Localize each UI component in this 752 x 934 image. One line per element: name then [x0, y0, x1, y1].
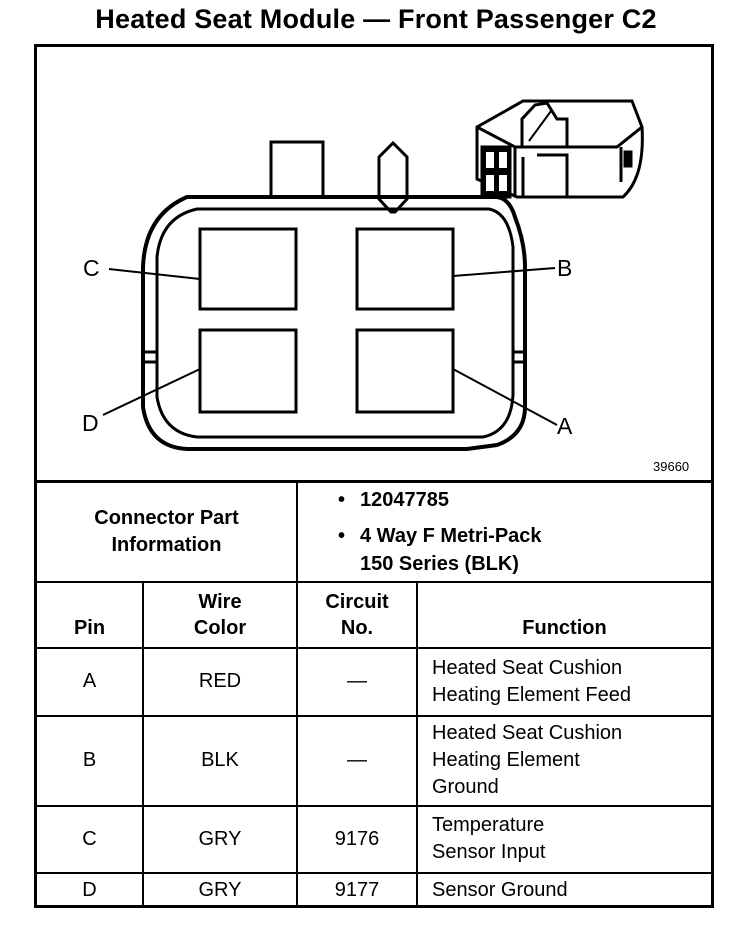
- pin-label-c: C: [83, 255, 100, 281]
- table-row: C GRY 9176 Temperature Sensor Input: [37, 804, 712, 874]
- connector-info-values: •12047785 • 4 Way F Metri-Pack 150 Serie…: [295, 480, 712, 583]
- table-row: D GRY 9177 Sensor Ground: [37, 871, 712, 907]
- cavity-c: [198, 227, 298, 311]
- header-wire-color: Wire Color: [142, 580, 298, 649]
- wire-color-cell: RED: [142, 646, 298, 717]
- function-cell: Heated Seat Cushion Heating Element Feed: [415, 646, 712, 717]
- connector-info-label: Connector Part Information: [37, 480, 298, 583]
- cavity-b: [355, 227, 455, 311]
- pin-label-d: D: [82, 410, 99, 436]
- table-row: B BLK — Heated Seat Cushion Heating Elem…: [37, 714, 712, 807]
- circuit-cell: 9176: [296, 804, 418, 874]
- circuit-cell: 9177: [296, 871, 418, 907]
- connector-tab-left: [269, 140, 325, 199]
- diagram-frame: C B D A 39660: [34, 44, 714, 908]
- circuit-cell: —: [296, 714, 418, 807]
- function-cell: Sensor Ground: [415, 871, 712, 907]
- page-title: Heated Seat Module — Front Passenger C2: [95, 4, 657, 34]
- wire-color-cell: GRY: [142, 871, 298, 907]
- header-function: Function: [415, 580, 712, 649]
- pin-cell: C: [37, 804, 144, 874]
- table-row: A RED — Heated Seat Cushion Heating Elem…: [37, 646, 712, 717]
- wire-color-cell: GRY: [142, 804, 298, 874]
- connector-part-number: •12047785: [338, 488, 449, 511]
- connector-inner-outline: [155, 207, 515, 439]
- header-circuit: Circuit No.: [296, 580, 418, 649]
- connector-type: • 4 Way F Metri-Pack 150 Series (BLK): [338, 524, 542, 575]
- pin-cell: D: [37, 871, 144, 907]
- connector-diagram: C B D A 39660: [82, 99, 689, 474]
- pin-label-a: A: [557, 413, 573, 439]
- leader-lines: [102, 267, 558, 426]
- connector-tab-right: [377, 140, 409, 214]
- pin-label-b: B: [557, 255, 572, 281]
- function-cell: Temperature Sensor Input: [415, 804, 712, 874]
- figure-number: 39660: [653, 459, 689, 474]
- pin-cell: B: [37, 714, 144, 807]
- table-header-row: Pin Wire Color Circuit No. Function: [37, 580, 712, 649]
- cavity-a: [355, 328, 455, 414]
- cavity-d: [198, 328, 298, 414]
- connector-table: Connector Part Information •12047785 • 4…: [37, 480, 712, 907]
- connector-info-row: Connector Part Information •12047785 • 4…: [37, 480, 712, 583]
- wire-color-cell: BLK: [142, 714, 298, 807]
- pin-cell: A: [37, 646, 144, 717]
- connector-face: [141, 140, 527, 451]
- function-cell: Heated Seat Cushion Heating Element Grou…: [415, 714, 712, 807]
- circuit-cell: —: [296, 646, 418, 717]
- header-pin: Pin: [37, 580, 144, 649]
- connector-outline: [141, 195, 527, 451]
